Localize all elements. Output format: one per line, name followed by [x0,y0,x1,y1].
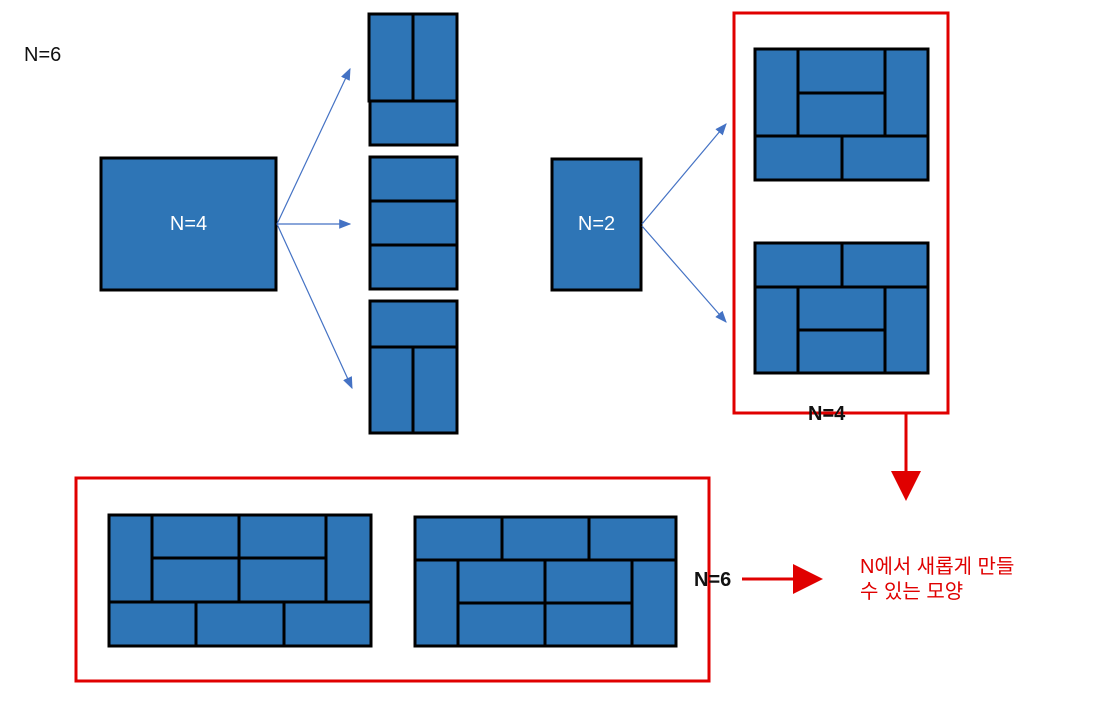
new-shapes-n4-frame [732,11,950,415]
arrow-to-variant-3 [276,223,353,390]
n4-new-shape-a [753,47,930,182]
n6-result-label: N=6 [694,569,732,591]
arrow-to-new-shape-1 [641,123,727,225]
n4-variant-3 [368,299,459,435]
n4-box-label: N=4 [169,212,208,235]
new-shapes-n6-frame [74,476,711,683]
n4-new-shape-b [753,241,930,375]
top-left-n-label: N=6 [24,44,62,66]
n6-new-shape-b [413,515,678,648]
new-shape-note: N에서 새롭게 만들 수 있는 모양 [860,555,1014,605]
arrow-to-new-shape-2 [641,225,727,323]
note-line-2: 수 있는 모양 [860,581,964,603]
note-line-1: N에서 새롭게 만들 [860,556,1015,578]
n4-variant-2 [368,155,459,291]
n6-new-shape-a [107,513,373,648]
n4-variant-1 [367,12,459,147]
n2-box-label: N=2 [577,213,616,235]
arrow-to-variant-1 [276,67,351,225]
n4-result-label: N=4 [808,403,846,425]
n2-source-box [550,157,643,292]
n4-source-box [99,156,278,292]
